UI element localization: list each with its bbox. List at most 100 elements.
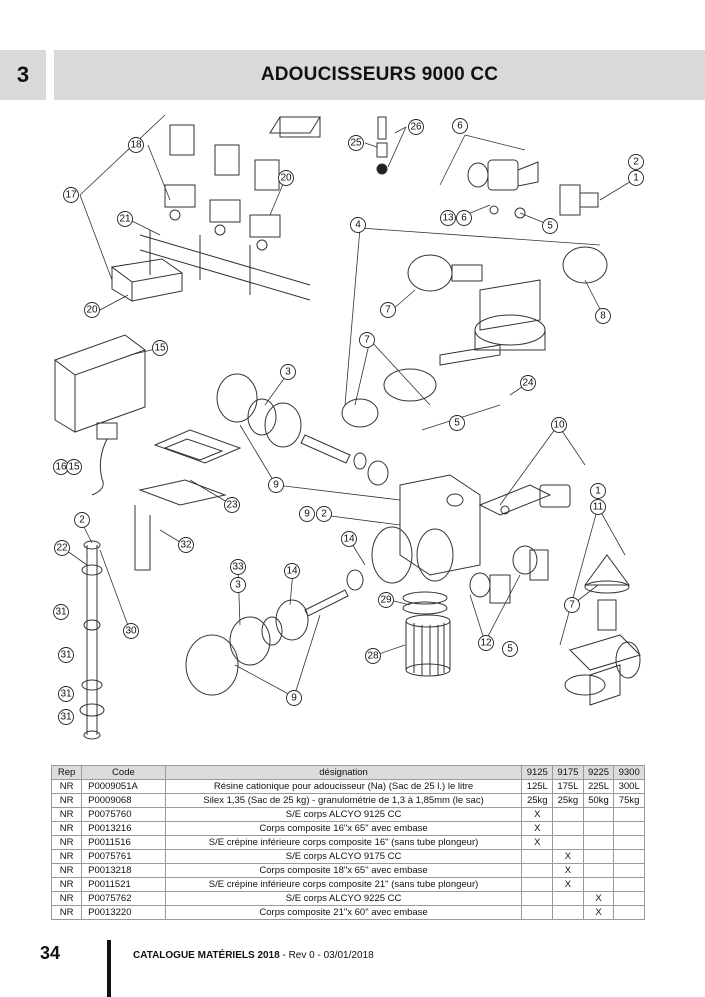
- cell-code: P0075761: [81, 849, 166, 864]
- callout-label: 24: [522, 378, 534, 389]
- main-valve-lower-drawing: [185, 569, 364, 696]
- cell-qty-9300: [613, 905, 645, 920]
- leader-lines: [62, 114, 634, 698]
- callout-7: 7: [380, 302, 396, 318]
- parts-table: Rep Code désignation 9125 9175 9225 9300…: [50, 765, 645, 920]
- cell-rep: NR: [50, 835, 83, 850]
- callout-label: 5: [547, 221, 553, 232]
- cell-designation: S/E crépine inférieure corps composite 2…: [164, 877, 523, 892]
- callout-2: 2: [628, 154, 644, 170]
- cell-designation: Résine cationique pour adoucisseur (Na) …: [164, 779, 523, 794]
- cell-code: P0013218: [81, 863, 166, 878]
- cell-rep: NR: [50, 821, 83, 836]
- callout-17: 17: [63, 187, 79, 203]
- callout-9: 9: [299, 506, 315, 522]
- header-9175: 9175: [552, 765, 584, 780]
- callout-15: 15: [66, 459, 82, 475]
- cell-qty-9225: 225L: [582, 779, 615, 794]
- cell-qty-9225: [582, 821, 615, 836]
- callout-label: 28: [367, 651, 379, 662]
- callout-label: 6: [457, 121, 463, 132]
- cell-qty-9125: 25kg: [521, 793, 554, 808]
- cell-code: P0009068: [81, 793, 166, 808]
- cell-qty-9175: 25kg: [552, 793, 584, 808]
- callout-label: 33: [232, 562, 244, 573]
- callout-label: 3: [285, 367, 291, 378]
- callout-29: 29: [378, 592, 394, 608]
- cell-rep: NR: [50, 905, 83, 920]
- cell-qty-9225: [582, 849, 615, 864]
- cell-qty-9175: [552, 821, 584, 836]
- callout-label: 6: [461, 213, 467, 224]
- solenoid-valve-assembly-drawing: [139, 116, 321, 301]
- callout-32: 32: [178, 537, 194, 553]
- callout-12: 12: [478, 635, 494, 651]
- cell-code: P0009051A: [81, 779, 166, 794]
- cell-designation: Corps composite 16"x 65" avec embase: [164, 821, 523, 836]
- cell-designation: S/E corps ALCYO 9175 CC: [164, 849, 523, 864]
- cell-rep: NR: [50, 849, 83, 864]
- cell-qty-9125: [521, 877, 554, 892]
- callout-label: 21: [119, 214, 131, 225]
- cell-rep: NR: [50, 793, 83, 808]
- callout-label: 32: [180, 540, 192, 551]
- bypass-valve-drawing: [564, 554, 641, 706]
- cell-rep: NR: [50, 807, 83, 822]
- callout-5: 5: [449, 415, 465, 431]
- callout-21: 21: [117, 211, 133, 227]
- page-number: 34: [40, 943, 61, 963]
- header-9300: 9300: [613, 765, 645, 780]
- table-header-row: Rep Code désignation 9125 9175 9225 9300: [50, 765, 645, 780]
- callout-33: 33: [230, 559, 246, 575]
- header-9125: 9125: [521, 765, 554, 780]
- callout-24: 24: [520, 375, 536, 391]
- callout-6: 6: [456, 210, 472, 226]
- valve-body-drawing: [341, 246, 608, 428]
- callout-7: 7: [564, 597, 580, 613]
- callout-label: 31: [60, 712, 72, 723]
- cell-designation: Corps composite 21"x 60" avec embase: [164, 905, 523, 920]
- diagram-svg: 1826256211720211365478201573241615951023…: [53, 114, 644, 740]
- cell-qty-9125: X: [521, 821, 554, 836]
- callout-3: 3: [280, 364, 296, 380]
- callout-label: 5: [507, 644, 513, 655]
- callout-label: 29: [380, 595, 392, 606]
- cell-qty-9300: [613, 863, 645, 878]
- callout-1: 1: [628, 170, 644, 186]
- callout-label: 10: [553, 420, 565, 431]
- cell-qty-9300: 300L: [613, 779, 645, 794]
- lower-screen-drawing: [402, 591, 451, 677]
- cell-rep: NR: [50, 891, 83, 906]
- page-title: ADOUCISSEURS 9000 CC: [54, 50, 705, 100]
- cell-qty-9175: [552, 835, 584, 850]
- cell-qty-9225: X: [582, 905, 615, 920]
- cell-rep: NR: [50, 779, 83, 794]
- cell-code: P0075760: [81, 807, 166, 822]
- control-box-drawing: [110, 258, 184, 302]
- callout-label: 16: [55, 462, 67, 473]
- cell-qty-9125: [521, 905, 554, 920]
- callout-28: 28: [365, 648, 381, 664]
- header-rep: Rep: [50, 765, 83, 780]
- callout-label: 2: [79, 515, 85, 526]
- callout-3: 3: [230, 577, 246, 593]
- callout-label: 31: [60, 650, 72, 661]
- callout-31: 31: [53, 604, 69, 620]
- cell-designation: S/E corps ALCYO 9225 CC: [164, 891, 523, 906]
- controller-housing-drawing: [53, 334, 147, 496]
- callout-label: 8: [600, 311, 606, 322]
- cell-qty-9125: [521, 891, 554, 906]
- callout-2: 2: [74, 512, 90, 528]
- cell-code: P0011521: [81, 877, 166, 892]
- cell-qty-9225: [582, 863, 615, 878]
- cell-qty-9125: X: [521, 835, 554, 850]
- callout-6: 6: [452, 118, 468, 134]
- revision-info: - Rev 0 - 03/01/2018: [279, 950, 374, 961]
- callout-30: 30: [123, 623, 139, 639]
- callout-label: 15: [68, 462, 80, 473]
